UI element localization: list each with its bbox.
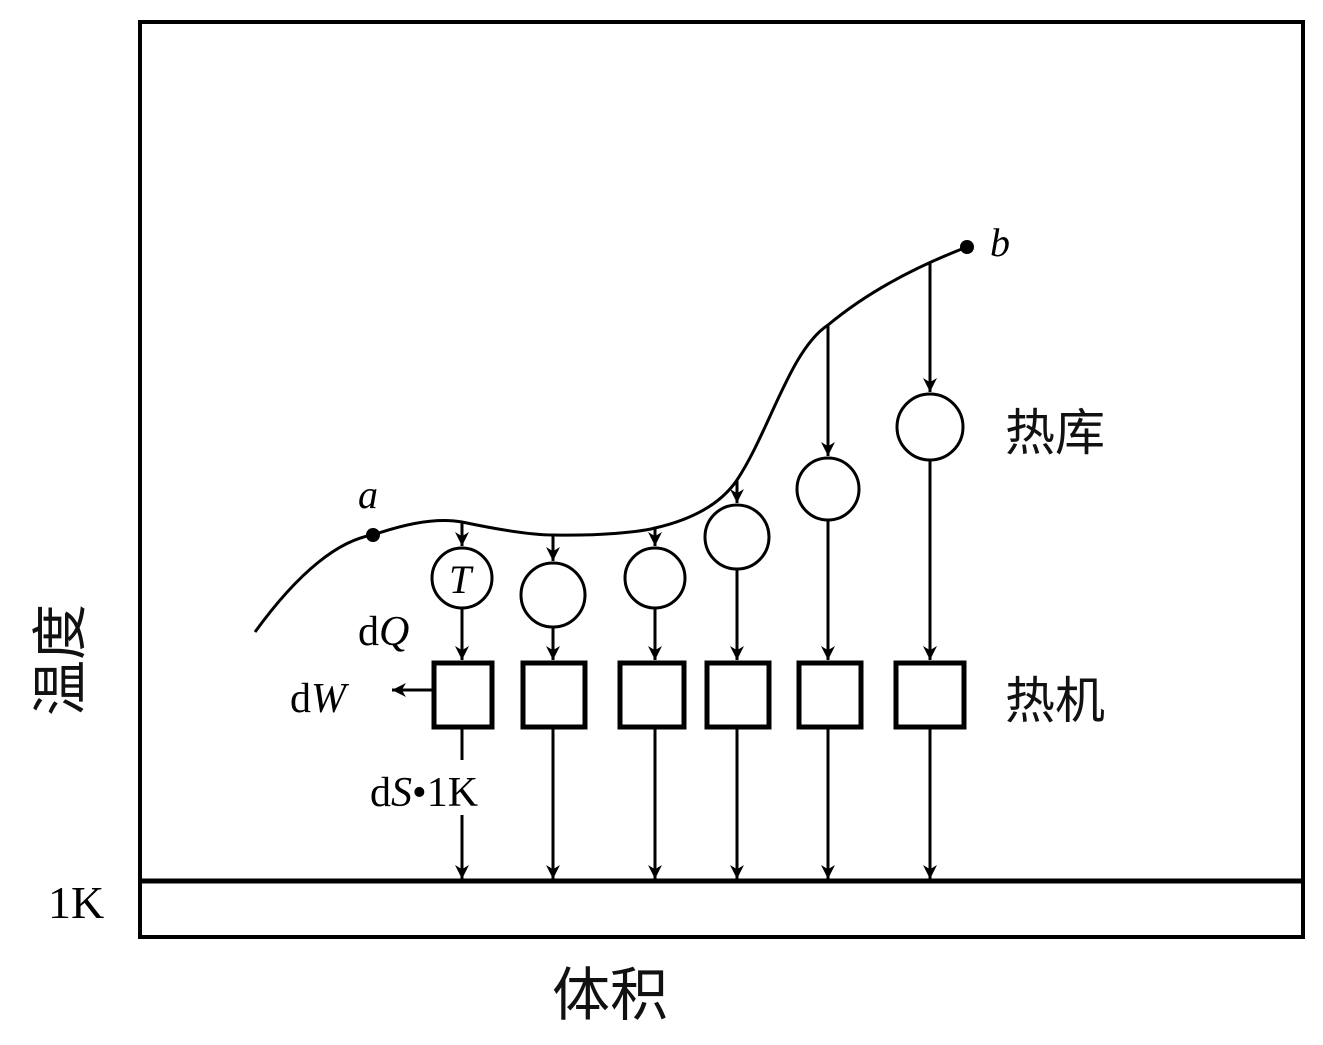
process-curve [253, 245, 968, 633]
engine-column-5 [795, 325, 864, 879]
heat-in-d: d [358, 609, 379, 655]
entropy-var: S [391, 770, 412, 816]
engine-box [520, 660, 588, 730]
engine-box [431, 660, 495, 730]
engine-box [893, 660, 967, 730]
reservoir-temperature-label: T [449, 557, 474, 602]
entropy-rest: •1K [412, 770, 478, 816]
entropy-heat-label: dS•1K [370, 770, 478, 816]
engine-column-3 [617, 528, 687, 879]
reservoir-label: 热库 [1005, 404, 1105, 462]
reservoir-circle [623, 546, 687, 610]
heat-in-label: dQ [358, 609, 409, 655]
reservoir-circle [895, 392, 965, 462]
engine-column-2 [519, 535, 588, 879]
engine-column-4 [703, 480, 772, 879]
reservoir-circle [703, 503, 771, 571]
engine-column-1 [392, 522, 495, 879]
engine-column-6 [893, 262, 967, 879]
base-temperature-label: 1K [48, 877, 104, 928]
engine-box [617, 660, 687, 730]
work-var: W [311, 676, 350, 722]
plot-frame [138, 20, 1305, 939]
reservoir-circle [519, 561, 587, 629]
point-a-label: a [358, 472, 378, 517]
work-out-label: dW [290, 676, 350, 722]
point-b-label: b [990, 220, 1010, 265]
engine-label: 热机 [1005, 672, 1105, 730]
point-b-marker [960, 240, 974, 254]
entropy-d: d [370, 770, 391, 816]
work-d: d [290, 676, 311, 722]
reservoir-circle [795, 456, 861, 522]
y-axis-label: 温度 [29, 604, 94, 716]
heat-in-var: Q [379, 609, 409, 655]
point-a-marker [366, 528, 380, 542]
engine-box [796, 660, 864, 730]
x-axis-label: 体积 [552, 961, 668, 1029]
engine-box [704, 660, 772, 730]
